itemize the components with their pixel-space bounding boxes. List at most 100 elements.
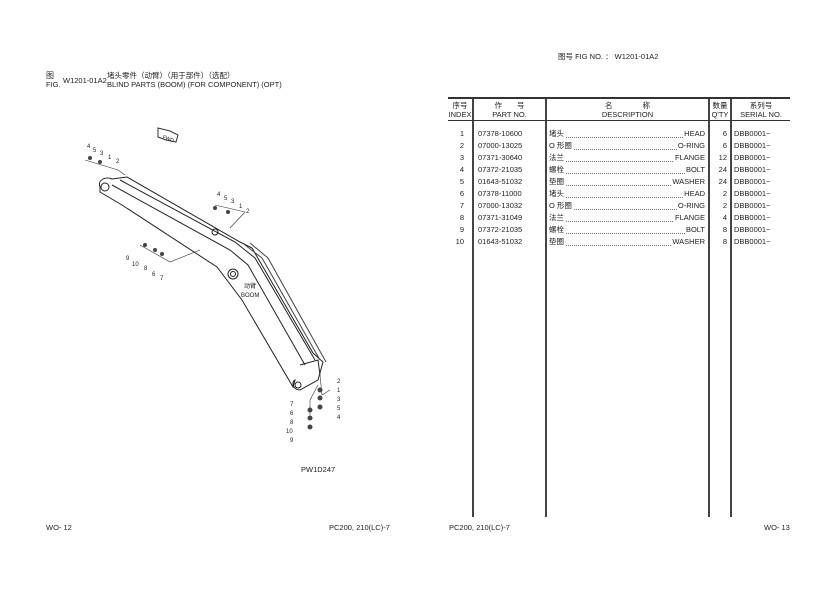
row-desc-cn: O 形圈 — [549, 201, 574, 210]
callout: 8 — [144, 266, 148, 272]
row-desc-en: FLANGE — [673, 212, 705, 224]
boom-label-cn: 动臂 — [244, 282, 256, 290]
col-index-cn: 序号 — [452, 101, 468, 110]
row-desc-en: BOLT — [684, 164, 705, 176]
row-serial: DBB0001~ — [734, 165, 771, 174]
row-qty: 2 — [722, 201, 727, 210]
row-serial: DBB0001~ — [734, 177, 771, 186]
callout: 9 — [126, 256, 130, 262]
row-part-no: 07371-30640 — [478, 153, 523, 162]
row-qty: 12 — [718, 153, 727, 162]
callout: 5 — [224, 196, 228, 202]
col-desc-en: DESCRIPTION — [601, 110, 654, 119]
col-desc-cn: 名 称 — [605, 101, 650, 110]
fwd-arrow-icon: FWD — [157, 127, 179, 144]
row-part-no: 07378-10600 — [478, 129, 523, 138]
callout: 3 — [100, 151, 104, 157]
fig-label-en: FIG. — [46, 80, 61, 89]
callout: 7 — [290, 402, 294, 408]
row-desc-en: HEAD — [683, 128, 705, 140]
row-desc-en: WASHER — [671, 176, 705, 188]
row-part-no: 07372-21035 — [478, 165, 523, 174]
row-desc-cn: 法兰 — [549, 213, 566, 222]
row-serial: DBB0001~ — [734, 189, 771, 198]
model-left: PC200, 210(LC)-7 — [329, 523, 390, 532]
callout: 2 — [337, 379, 341, 385]
row-qty: 24 — [718, 177, 727, 186]
drawing-number: PW1D247 — [301, 465, 336, 474]
col-index-en: INDEX — [448, 110, 472, 119]
col-qty-en: Q'TY — [711, 110, 729, 119]
row-index: 2 — [459, 141, 464, 150]
row-desc-en: O-RING — [676, 200, 705, 212]
row-desc-en: BOLT — [684, 224, 705, 236]
row-desc-cn: O 形圈 — [549, 141, 574, 150]
row-desc-en: O-RING — [676, 140, 705, 152]
col-serial-en: SERIAL NO. — [740, 110, 782, 119]
callout: 10 — [132, 262, 139, 268]
boom-outline — [98, 176, 327, 391]
col-serial-cn: 系列号 — [749, 101, 773, 110]
row-serial: DBB0001~ — [734, 237, 771, 246]
row-index: 1 — [459, 129, 464, 138]
callout: 2 — [246, 209, 250, 215]
row-part-no: 07000-13032 — [478, 201, 523, 210]
row-index: 4 — [459, 165, 464, 174]
row-qty: 2 — [722, 189, 727, 198]
row-desc-cn: 垫圈 — [549, 177, 566, 186]
fwd-label: FWD — [162, 134, 175, 144]
boom-diagram: FWD 4 5 3 1 2 4 — [84, 127, 341, 444]
callout: 3 — [337, 397, 341, 403]
row-desc-en: FLANGE — [673, 152, 705, 164]
fig-label-cn: 图 — [46, 71, 54, 80]
row-desc-cn: 堵头 — [549, 129, 566, 138]
row-index: 8 — [459, 213, 464, 222]
row-index: 3 — [459, 153, 464, 162]
callout: 9 — [290, 438, 294, 444]
row-part-no: 07000-13025 — [478, 141, 523, 150]
fittings — [88, 156, 323, 430]
fig-no-header: 图号 FIG NO. ： W1201-01A2 — [558, 52, 659, 61]
row-index: 9 — [459, 225, 464, 234]
row-part-no: 01643-51032 — [478, 177, 523, 186]
callout: 1 — [337, 388, 341, 394]
callout: 5 — [337, 406, 341, 412]
leader-lines — [84, 159, 331, 415]
row-qty: 6 — [722, 129, 727, 138]
row-serial: DBB0001~ — [734, 225, 771, 234]
row-desc-en: WASHER — [671, 236, 705, 248]
callout: 4 — [217, 192, 221, 198]
row-qty: 6 — [722, 141, 727, 150]
callout: 10 — [286, 429, 293, 435]
row-index: 6 — [459, 189, 464, 198]
row-desc-cn: 堵头 — [549, 189, 566, 198]
page-number-right: WO- 13 — [764, 523, 790, 532]
row-desc-cn: 螺栓 — [549, 225, 566, 234]
col-part-en: PART NO. — [492, 110, 527, 119]
row-part-no: 01643-51032 — [478, 237, 523, 246]
row-part-no: 07372-21035 — [478, 225, 523, 234]
row-part-no: 07371-31049 — [478, 213, 523, 222]
callout: 4 — [87, 144, 91, 150]
row-part-no: 07378-11000 — [478, 189, 522, 198]
title-cn: 堵头零件（动臂）（用于部件）（选配） — [107, 71, 235, 80]
callout: 8 — [290, 420, 294, 426]
callout: 3 — [231, 199, 235, 205]
row-desc-cn: 垫圈 — [549, 237, 566, 246]
col-qty-cn: 数量 — [712, 101, 728, 110]
row-qty: 8 — [722, 237, 727, 246]
fig-number: W1201-01A2 — [63, 76, 107, 85]
